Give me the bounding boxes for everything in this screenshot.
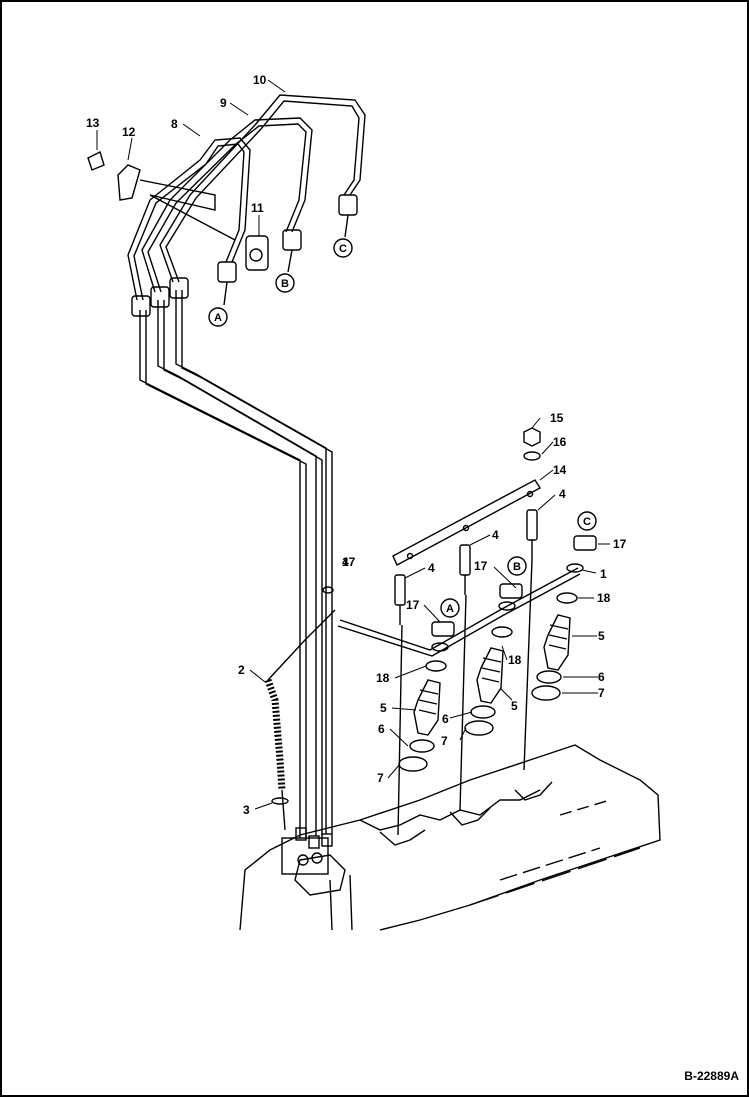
callout: 1 <box>600 567 607 581</box>
callout: 18 <box>376 671 390 685</box>
callout: 4 <box>342 555 349 569</box>
fuel-injection-pipes <box>127 94 366 838</box>
injector-nozzles <box>413 614 571 736</box>
callout: 14 <box>553 463 567 477</box>
callout: 15 <box>550 411 564 425</box>
connection-marker-b-lower: B <box>507 556 527 576</box>
callout: 5 <box>511 699 518 713</box>
connection-marker-c-upper: C <box>333 238 353 258</box>
callout: 12 <box>122 125 136 139</box>
callout: 16 <box>553 435 567 449</box>
callout: 10 <box>253 73 267 87</box>
connection-marker-a-upper: A <box>208 307 228 327</box>
callout: 17 <box>406 598 420 612</box>
callout-numbers: 1 2 3 4 4 4 4 5 5 5 6 6 6 7 7 7 8 9 10 1… <box>86 73 627 817</box>
leader-lines <box>96 79 610 810</box>
glow-plugs <box>392 479 541 836</box>
svg-text:B: B <box>281 278 289 290</box>
callout: 17 <box>474 559 488 573</box>
leak-off-hose <box>264 609 336 831</box>
svg-text:C: C <box>583 516 591 528</box>
callout: 7 <box>441 734 448 748</box>
terminal-nut-and-washer <box>523 427 541 461</box>
callout: 7 <box>598 686 605 700</box>
callout: 17 <box>342 555 356 569</box>
figure-number: B-22889A <box>684 1069 739 1083</box>
callout: 11 <box>251 201 264 215</box>
svg-text:B: B <box>513 561 521 573</box>
callout: 17 <box>613 537 627 551</box>
callout: 3 <box>243 803 250 817</box>
callout: 4 <box>492 528 499 542</box>
callout: 5 <box>598 629 605 643</box>
engine-block <box>239 744 661 931</box>
svg-text:C: C <box>339 243 347 255</box>
pump-outlets <box>281 827 333 875</box>
leak-off-pipe <box>322 535 597 657</box>
callout: 8 <box>171 117 178 131</box>
injector-seals <box>398 592 578 772</box>
callout: 6 <box>442 712 449 726</box>
callout: 6 <box>378 722 385 736</box>
svg-text:A: A <box>446 603 454 615</box>
connection-marker-c-lower: C <box>577 511 597 531</box>
callout: 13 <box>86 116 100 130</box>
connection-marker-b-upper: B <box>275 273 295 293</box>
pipe-end-nuts <box>131 194 358 317</box>
callout: 6 <box>598 670 605 684</box>
callout: 7 <box>377 771 384 785</box>
callout: 18 <box>597 591 611 605</box>
svg-text:A: A <box>214 312 222 324</box>
connection-marker-a-lower: A <box>440 598 460 618</box>
callout: 5 <box>380 701 387 715</box>
callout: 4 <box>559 487 566 501</box>
callout: 4 <box>428 561 435 575</box>
connection-markers: A B C A B C <box>208 238 597 618</box>
callout: 18 <box>508 653 522 667</box>
pipe-clamps <box>87 151 269 271</box>
callout: 2 <box>238 663 245 677</box>
callout: 9 <box>220 96 227 110</box>
